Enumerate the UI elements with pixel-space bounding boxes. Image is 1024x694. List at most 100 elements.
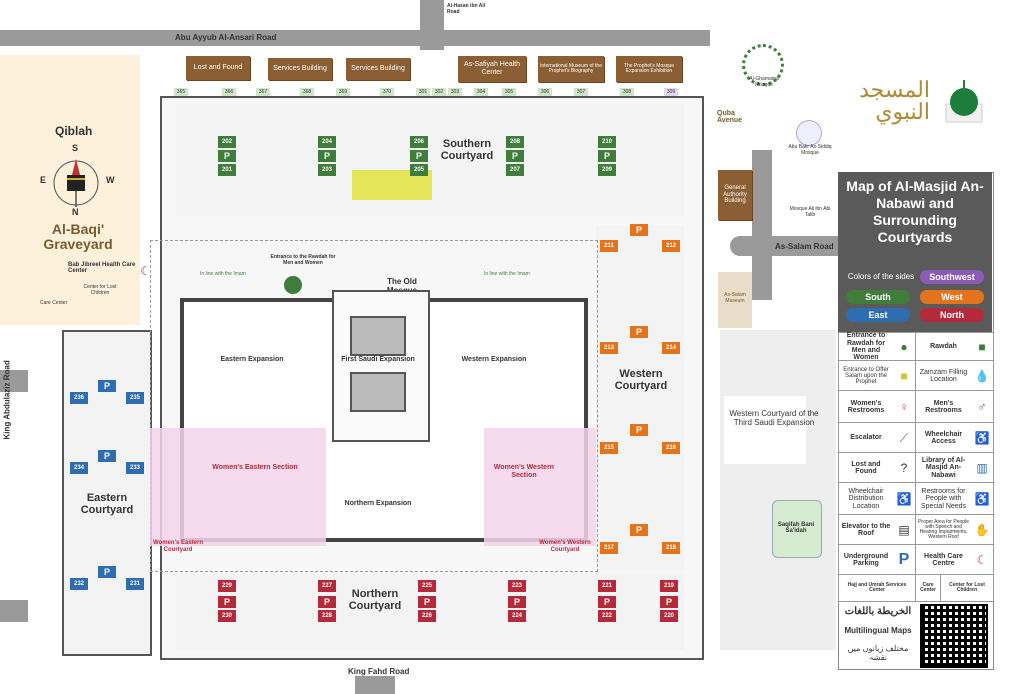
saqifah-label: Saqifah Bani Sa'idah	[777, 522, 815, 534]
gate-370[interactable]: 370	[380, 88, 394, 96]
gate-303[interactable]: 303	[448, 88, 462, 96]
brand-arabic: المسجد النبوي	[840, 80, 930, 124]
parking-east-1[interactable]: P	[98, 380, 116, 392]
gate-305[interactable]: 305	[502, 88, 516, 96]
northern-courtyard-label: Northern Courtyard	[348, 588, 402, 613]
block-217[interactable]: 217	[600, 542, 618, 554]
parking-north-1[interactable]: P	[218, 596, 236, 608]
parking-east-3[interactable]: P	[98, 566, 116, 578]
block-224[interactable]: 224	[508, 610, 526, 622]
legend-lost-children: Center for Lost Children	[940, 574, 994, 602]
block-207[interactable]: 207	[506, 164, 524, 176]
block-210[interactable]: 210	[598, 136, 616, 148]
block-215[interactable]: 215	[600, 442, 618, 454]
escalator-icon: ⟋	[899, 430, 909, 445]
parking-icon: P	[898, 551, 910, 568]
parking-north-5[interactable]: P	[598, 596, 616, 608]
block-226[interactable]: 226	[418, 610, 436, 622]
block-211[interactable]: 211	[600, 240, 618, 252]
first-saudi-label: First Saudi Expansion	[341, 356, 415, 363]
saqifah-park[interactable]	[772, 500, 822, 558]
block-219[interactable]: 219	[660, 580, 678, 592]
parking-north-4[interactable]: P	[508, 596, 526, 608]
gate-306[interactable]: 306	[538, 88, 552, 96]
lost-found-icon: ?	[900, 461, 908, 475]
general-authority-building[interactable]: General Authority Building	[718, 170, 752, 220]
green-dome-icon	[940, 78, 988, 124]
parking-west-4[interactable]: P	[630, 524, 648, 536]
expansion-exhibition[interactable]: The Prophet's Mosque Expansion Exhibitio…	[616, 56, 682, 82]
parking-north-3[interactable]: P	[418, 596, 436, 608]
gate-365[interactable]: 365	[174, 88, 188, 96]
block-231[interactable]: 231	[126, 578, 144, 590]
parking-west-1[interactable]: P	[630, 224, 648, 236]
block-235[interactable]: 235	[126, 392, 144, 404]
compass-e: E	[40, 175, 47, 185]
block-205[interactable]: 205	[410, 164, 428, 176]
parking-east-2[interactable]: P	[98, 450, 116, 462]
block-204[interactable]: 204	[318, 136, 336, 148]
gate-304[interactable]: 304	[474, 88, 488, 96]
gate-366[interactable]: 366	[222, 88, 236, 96]
block-220[interactable]: 220	[660, 610, 678, 622]
parking-west-3[interactable]: P	[630, 424, 648, 436]
hearing-icon: ✋	[974, 523, 990, 537]
parking-208[interactable]: P	[506, 150, 524, 162]
block-229[interactable]: 229	[218, 580, 236, 592]
prophets-biography-museum[interactable]: International Museum of the Prophet's Bi…	[538, 56, 604, 82]
block-208[interactable]: 208	[506, 136, 524, 148]
gate-309[interactable]: 309	[664, 88, 678, 96]
qr-code-icon[interactable]	[920, 604, 988, 668]
gates-top: 365 366 367 368 369 370 301 302 303 304 …	[170, 88, 690, 98]
rawdah-entrance-icon[interactable]	[284, 276, 302, 294]
gate-301[interactable]: 301	[416, 88, 430, 96]
safiyah-health-center[interactable]: As-Safiyah Health Center	[458, 56, 526, 82]
block-228[interactable]: 228	[318, 610, 336, 622]
block-212[interactable]: 212	[662, 240, 680, 252]
legend-header	[838, 172, 992, 332]
block-214[interactable]: 214	[662, 342, 680, 354]
block-218[interactable]: 218	[662, 542, 680, 554]
parking-202[interactable]: P	[218, 150, 236, 162]
gate-307[interactable]: 307	[574, 88, 588, 96]
block-230[interactable]: 230	[218, 610, 236, 622]
compass-w: W	[106, 175, 115, 185]
gate-367[interactable]: 367	[256, 88, 270, 96]
parking-north-2[interactable]: P	[318, 596, 336, 608]
in-line-imam-left: In line with the Imam	[200, 271, 246, 277]
block-227[interactable]: 227	[318, 580, 336, 592]
qiblah-label: Qiblah	[55, 124, 93, 138]
gate-368[interactable]: 368	[300, 88, 314, 96]
block-202[interactable]: 202	[218, 136, 236, 148]
block-201[interactable]: 201	[218, 164, 236, 176]
parking-204[interactable]: P	[318, 150, 336, 162]
block-216[interactable]: 216	[662, 442, 680, 454]
parking-west-2[interactable]: P	[630, 326, 648, 338]
parking-north-6[interactable]: P	[660, 596, 678, 608]
block-225[interactable]: 225	[418, 580, 436, 592]
services-building-2[interactable]: Services Building	[346, 58, 410, 80]
block-209[interactable]: 209	[598, 164, 616, 176]
parking-206[interactable]: P	[410, 150, 428, 162]
parking-210[interactable]: P	[598, 150, 616, 162]
gate-308[interactable]: 308	[620, 88, 634, 96]
services-building-1[interactable]: Services Building	[268, 58, 332, 80]
salam-museum[interactable]: As-Salam Museum	[718, 272, 752, 328]
block-221[interactable]: 221	[598, 580, 616, 592]
block-203[interactable]: 203	[318, 164, 336, 176]
block-236[interactable]: 236	[70, 392, 88, 404]
gate-369[interactable]: 369	[336, 88, 350, 96]
offer-salam-icon: ■	[900, 369, 908, 383]
block-222[interactable]: 222	[598, 610, 616, 622]
block-233[interactable]: 233	[126, 462, 144, 474]
block-206[interactable]: 206	[410, 136, 428, 148]
block-234[interactable]: 234	[70, 462, 88, 474]
legend-escalator: Escalator⟋	[838, 422, 916, 454]
lost-found-building[interactable]: Lost and Found	[186, 56, 250, 80]
block-213[interactable]: 213	[600, 342, 618, 354]
road-left-lower	[0, 600, 28, 622]
block-223[interactable]: 223	[508, 580, 526, 592]
block-232[interactable]: 232	[70, 578, 88, 590]
legend-hajj-services: Hajj and Umrah Services Center	[838, 574, 916, 602]
gate-302[interactable]: 302	[432, 88, 446, 96]
